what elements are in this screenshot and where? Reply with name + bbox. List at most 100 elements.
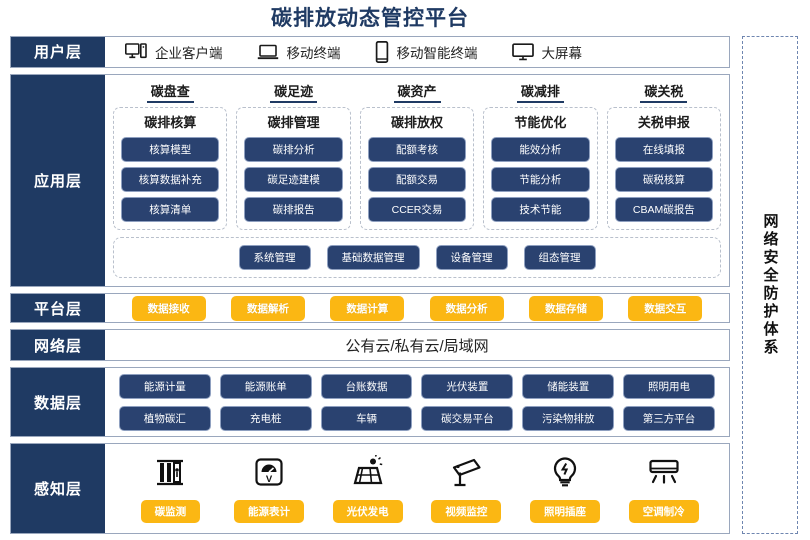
desktop-pc-icon xyxy=(125,43,147,61)
management-item-configuration[interactable]: 组态管理 xyxy=(523,244,596,270)
data-item[interactable]: 植物碳汇 xyxy=(119,405,211,431)
light-bulb-icon xyxy=(548,452,582,492)
air-conditioner-icon xyxy=(647,452,681,492)
network-text: 公有云/私有云/局域网 xyxy=(345,337,489,355)
platform-item-data-analysis[interactable]: 数据分析 xyxy=(429,295,504,321)
management-item-device[interactable]: 设备管理 xyxy=(435,244,508,270)
layer-user-label: 用户层 xyxy=(11,37,105,67)
security-system-label: 网络安全防护体系 xyxy=(761,213,779,357)
platform-item-data-parse[interactable]: 数据解析 xyxy=(230,295,305,321)
perception-item-air-conditioning[interactable]: 空调制冷 xyxy=(614,452,713,523)
platform-item-data-exchange[interactable]: 数据交互 xyxy=(628,295,703,321)
layer-platform-label: 平台层 xyxy=(11,293,105,323)
app-item[interactable]: 在线填报 xyxy=(614,136,714,162)
app-column-sub: 关税申报 xyxy=(637,114,690,130)
app-column-head: 碳足迹 xyxy=(270,81,318,103)
app-column-head: 碳资产 xyxy=(393,81,441,103)
management-box: 系统管理 基础数据管理 设备管理 组态管理 xyxy=(113,236,721,278)
data-item[interactable]: 能源账单 xyxy=(219,373,312,399)
app-column-box: 碳排放权 配额考核 配额交易 CCER交易 xyxy=(359,106,475,230)
perception-item-label: 照明插座 xyxy=(530,500,601,523)
app-column-box: 碳排核算 核算模型 核算数据补充 核算清单 xyxy=(113,106,228,230)
app-item[interactable]: 碳足迹建模 xyxy=(244,166,343,192)
security-system-column: 网络安全防护体系 xyxy=(742,36,798,534)
perception-item-lighting-socket[interactable]: 照明插座 xyxy=(516,452,615,523)
perception-item-video-surveillance[interactable]: 视频监控 xyxy=(417,452,516,523)
layer-application-label: 应用层 xyxy=(11,74,105,286)
app-item[interactable]: 能效分析 xyxy=(491,136,590,162)
app-column-sub: 碳排放权 xyxy=(391,114,444,130)
data-item[interactable]: 光伏装置 xyxy=(421,373,514,399)
app-item[interactable]: 碳税核算 xyxy=(614,166,714,192)
layer-data-label: 数据层 xyxy=(11,368,105,436)
management-item-basic-data[interactable]: 基础数据管理 xyxy=(326,244,420,270)
perception-item-label: 光伏发电 xyxy=(332,500,403,523)
user-item-large-screen[interactable]: 大屏幕 xyxy=(511,42,582,62)
data-item[interactable]: 车辆 xyxy=(320,405,413,431)
data-item[interactable]: 充电桩 xyxy=(219,405,312,431)
data-item[interactable]: 储能装置 xyxy=(522,373,615,399)
carbon-monitor-icon xyxy=(153,452,187,492)
user-item-label: 移动终端 xyxy=(286,45,341,61)
app-item[interactable]: 核算清单 xyxy=(121,196,220,222)
perception-item-solar-power[interactable]: 光伏发电 xyxy=(318,452,417,523)
app-item[interactable]: 碳排分析 xyxy=(244,136,343,162)
layer-application: 应用层 碳盘查 碳排核算 核算模型 核算数据补充 核算清单 xyxy=(10,73,730,287)
layer-data: 数据层 能源计量 能源账单 台账数据 光伏装置 储能装置 照明用电 植物碳汇 充… xyxy=(10,367,730,437)
user-item-mobile-terminal[interactable]: 移动终端 xyxy=(257,42,341,62)
app-column-carbon-inventory: 碳盘查 碳排核算 核算模型 核算数据补充 核算清单 xyxy=(113,81,228,230)
layer-perception-label: 感知层 xyxy=(11,444,105,533)
perception-item-list: 碳监测 V 能源表计 光伏发电 xyxy=(105,444,729,533)
layer-user: 用户层 企业客户端 移动终端 xyxy=(10,36,730,68)
layer-platform: 平台层 数据接收 数据解析 数据计算 数据分析 数据存储 数据交互 xyxy=(10,292,730,324)
platform-item-data-receive[interactable]: 数据接收 xyxy=(131,295,206,321)
user-item-list: 企业客户端 移动终端 移动智能终端 xyxy=(105,37,729,67)
app-column-carbon-reduction: 碳减排 节能优化 能效分析 节能分析 技术节能 xyxy=(483,81,598,230)
app-item[interactable]: 核算数据补充 xyxy=(121,166,220,192)
management-item-system[interactable]: 系统管理 xyxy=(238,244,311,270)
data-item[interactable]: 台账数据 xyxy=(320,373,413,399)
page-title: 碳排放动态管控平台 xyxy=(271,7,469,30)
app-item[interactable]: 碳排报告 xyxy=(244,196,343,222)
user-item-label: 企业客户端 xyxy=(155,45,223,61)
cctv-camera-icon xyxy=(449,452,483,492)
platform-item-list: 数据接收 数据解析 数据计算 数据分析 数据存储 数据交互 xyxy=(105,294,729,322)
app-item[interactable]: CCER交易 xyxy=(367,196,467,222)
app-column-head: 碳关税 xyxy=(640,81,688,103)
app-item[interactable]: 配额考核 xyxy=(367,136,467,162)
app-item[interactable]: 配额交易 xyxy=(367,166,467,192)
platform-item-data-compute[interactable]: 数据计算 xyxy=(330,295,405,321)
data-item[interactable]: 碳交易平台 xyxy=(421,405,514,431)
large-screen-icon xyxy=(511,43,534,61)
app-item[interactable]: 节能分析 xyxy=(491,166,590,192)
data-item[interactable]: 能源计量 xyxy=(119,373,211,399)
app-item[interactable]: 核算模型 xyxy=(121,136,220,162)
layer-network-label: 网络层 xyxy=(11,330,105,360)
perception-item-energy-meter[interactable]: V 能源表计 xyxy=(220,452,319,523)
app-item[interactable]: CBAM碳报告 xyxy=(614,196,714,222)
layer-platform-body: 数据接收 数据解析 数据计算 数据分析 数据存储 数据交互 xyxy=(105,293,729,323)
data-item[interactable]: 污染物排放 xyxy=(522,405,615,431)
data-item-grid: 能源计量 能源账单 台账数据 光伏装置 储能装置 照明用电 植物碳汇 充电桩 车… xyxy=(105,368,729,436)
user-item-smart-mobile-terminal[interactable]: 移动智能终端 xyxy=(375,40,478,63)
perception-item-label: 空调制冷 xyxy=(628,500,699,523)
user-item-enterprise-client[interactable]: 企业客户端 xyxy=(125,42,223,62)
solar-panel-icon xyxy=(351,452,385,492)
app-item[interactable]: 技术节能 xyxy=(491,196,590,222)
layer-network: 网络层 公有云/私有云/局域网 xyxy=(10,329,730,361)
app-column-sub: 碳排管理 xyxy=(267,114,320,130)
layer-perception-body: 碳监测 V 能源表计 光伏发电 xyxy=(105,444,729,533)
app-column-head: 碳盘查 xyxy=(146,81,194,103)
energy-meter-icon: V xyxy=(252,452,286,492)
app-column-sub: 碳排核算 xyxy=(144,114,197,130)
app-column-box: 节能优化 能效分析 节能分析 技术节能 xyxy=(483,106,598,230)
platform-item-data-storage[interactable]: 数据存储 xyxy=(528,295,603,321)
data-item[interactable]: 第三方平台 xyxy=(623,405,715,431)
app-column-carbon-asset: 碳资产 碳排放权 配额考核 配额交易 CCER交易 xyxy=(359,81,475,230)
data-item[interactable]: 照明用电 xyxy=(623,373,715,399)
app-column-carbon-tariff: 碳关税 关税申报 在线填报 碳税核算 CBAM碳报告 xyxy=(606,81,722,230)
perception-item-carbon-monitor[interactable]: 碳监测 xyxy=(121,452,220,523)
perception-item-label: 能源表计 xyxy=(234,500,304,523)
perception-item-label: 视频监控 xyxy=(431,500,502,523)
